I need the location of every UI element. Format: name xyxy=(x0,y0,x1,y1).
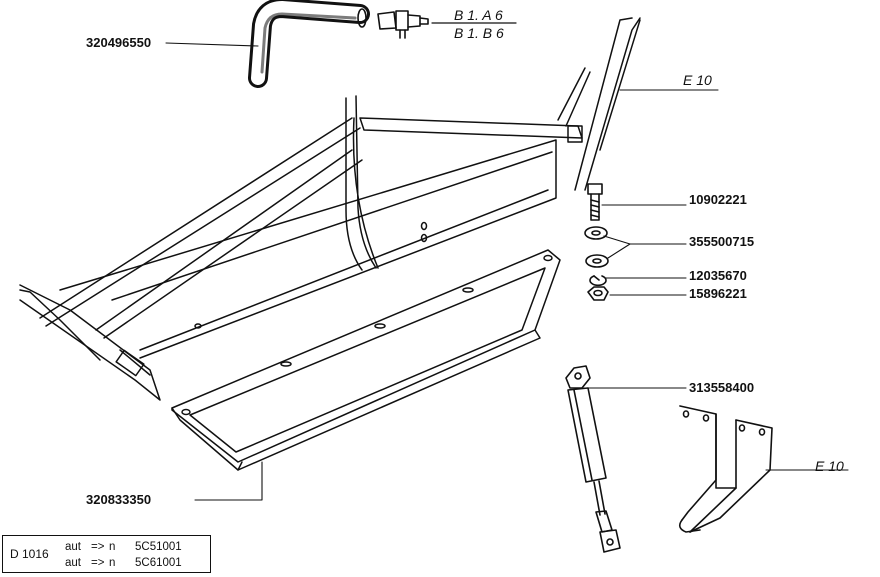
ref-label-connector-b[interactable]: B 1. B 6 xyxy=(454,25,504,41)
plate-frame-drawing xyxy=(171,249,561,471)
part-label-bolt[interactable]: 10902221 xyxy=(689,192,747,207)
ref-label-e10-top[interactable]: E 10 xyxy=(683,72,712,88)
legend-arrow: => xyxy=(91,557,105,569)
legend-value: 5C61001 xyxy=(135,557,182,569)
applicability-legend: D 1016 aut => n 5C51001 aut => n 5C61001 xyxy=(2,535,211,573)
legend-suffix: n xyxy=(109,541,116,553)
washer-drawing xyxy=(584,226,609,268)
gas-spring-drawing xyxy=(565,365,621,553)
ref-label-connector-a[interactable]: B 1. A 6 xyxy=(454,7,503,23)
frame-structure-drawing xyxy=(19,17,641,401)
connector-drawing xyxy=(377,10,517,39)
legend-code: D 1016 xyxy=(10,547,49,561)
part-label-nut[interactable]: 15896221 xyxy=(689,286,747,301)
legend-row: aut => n 5C51001 xyxy=(65,541,182,553)
legend-prefix: aut xyxy=(65,557,81,569)
legend-suffix: n xyxy=(109,557,116,569)
legend-prefix: aut xyxy=(65,541,81,553)
legend-row: aut => n 5C61001 xyxy=(65,557,182,569)
part-label-lock-washer[interactable]: 12035670 xyxy=(689,268,747,283)
ref-label-e10-bottom[interactable]: E 10 xyxy=(815,458,844,474)
part-label-gas-spring[interactable]: 313558400 xyxy=(689,380,755,395)
nut-drawing xyxy=(587,286,609,301)
legend-arrow: => xyxy=(91,541,105,553)
leader-lines xyxy=(165,42,849,501)
bolt-drawing xyxy=(587,183,603,221)
lock-washer-drawing xyxy=(589,275,607,287)
part-label-hose[interactable]: 320496550 xyxy=(86,35,152,50)
bracket-drawing xyxy=(678,405,773,533)
legend-value: 5C51001 xyxy=(135,541,182,553)
part-label-frame[interactable]: 320833350 xyxy=(86,492,152,507)
part-label-washer[interactable]: 355500715 xyxy=(689,234,755,249)
hose-drawing xyxy=(248,0,370,88)
